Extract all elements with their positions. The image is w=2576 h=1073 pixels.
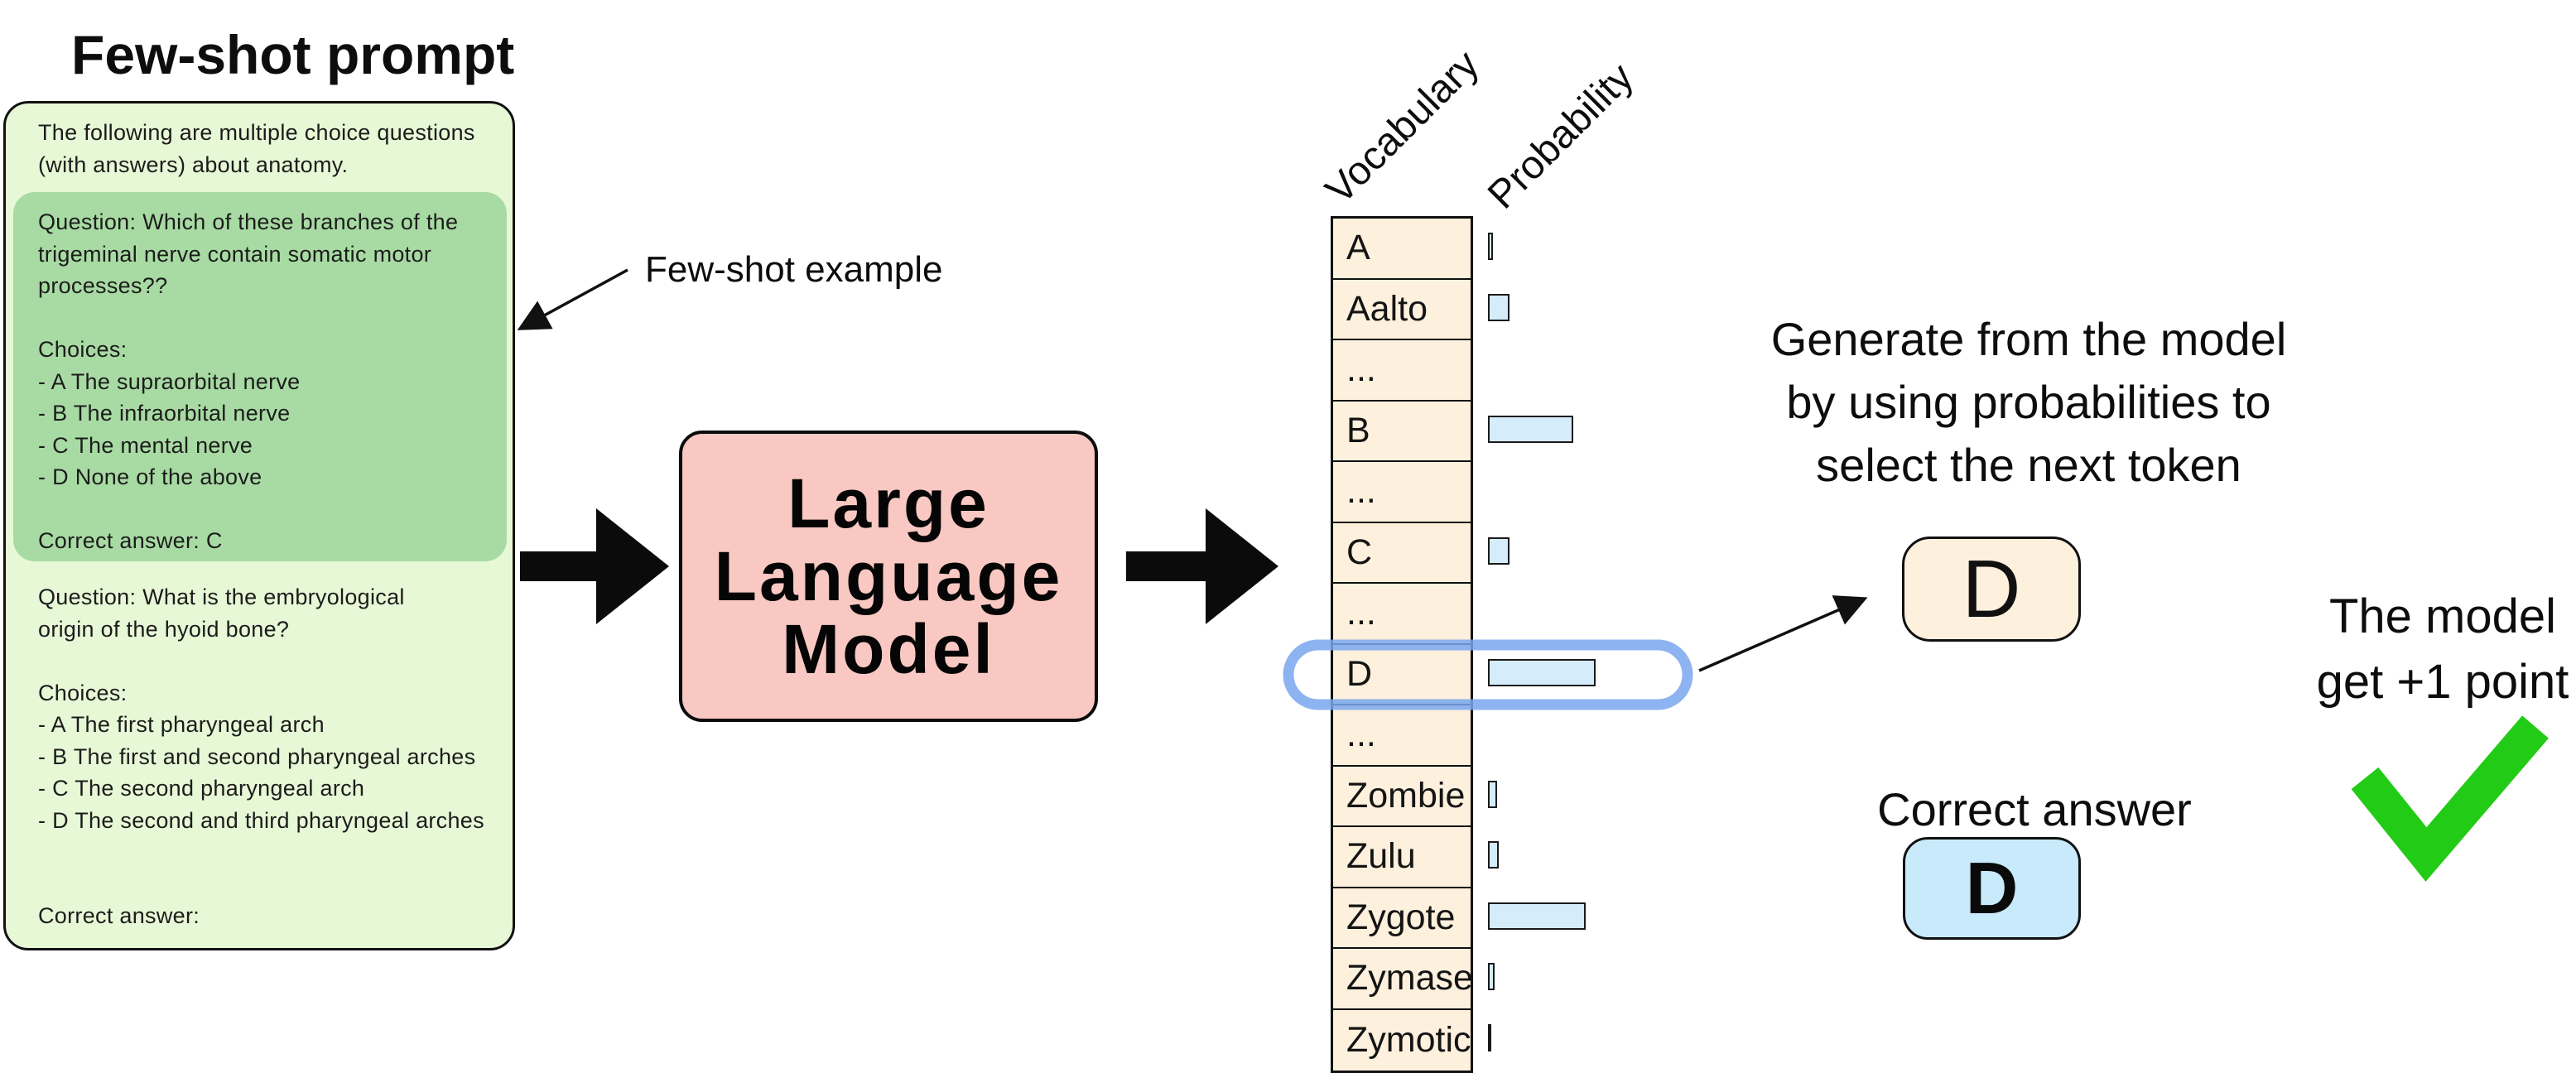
thin-arrow-icon-few-shot bbox=[517, 268, 628, 330]
text-line bbox=[38, 836, 484, 869]
vocab-token: ... bbox=[1346, 349, 1376, 390]
score-annotation-text: The model get +1 point bbox=[2294, 584, 2576, 715]
vocab-token: Zygote bbox=[1346, 897, 1456, 937]
correct-answer-label: Correct answer bbox=[1877, 783, 2192, 835]
vocab-row: Zygote bbox=[1333, 888, 1471, 949]
vocab-row: A bbox=[1333, 219, 1471, 280]
probability-bar bbox=[1488, 293, 1509, 321]
text-line: processes?? bbox=[38, 273, 168, 298]
text-line bbox=[38, 645, 484, 677]
generated-token-box: D bbox=[1902, 536, 2081, 642]
text-line: The following are multiple choice questi… bbox=[38, 120, 475, 145]
vocab-token: ... bbox=[1346, 471, 1376, 512]
probability-bar bbox=[1488, 780, 1497, 808]
probability-bar bbox=[1488, 415, 1573, 443]
page-title: Few-shot prompt bbox=[71, 24, 515, 85]
llm-box-line: Language bbox=[714, 537, 1063, 615]
text-line: The model bbox=[2328, 589, 2557, 643]
vocab-token: C bbox=[1346, 532, 1373, 572]
text-line: Correct answer: bbox=[38, 903, 200, 928]
llm-box-line: Large bbox=[787, 464, 989, 542]
vocab-token: D bbox=[1346, 653, 1373, 694]
correct-token: D bbox=[1965, 847, 2019, 929]
vocab-row: B bbox=[1333, 401, 1471, 462]
vocab-row: C bbox=[1333, 522, 1471, 584]
vocab-token: Zymotic bbox=[1346, 1019, 1471, 1060]
vocab-row: Aalto bbox=[1333, 279, 1471, 340]
text-line: - B The infraorbital nerve bbox=[38, 401, 291, 426]
vocab-row: ... bbox=[1333, 340, 1471, 402]
prompt-intro-text: The following are multiple choice questi… bbox=[38, 117, 475, 180]
few-shot-example-box bbox=[13, 192, 507, 561]
vocab-token: A bbox=[1346, 228, 1370, 268]
vocab-token: ... bbox=[1346, 715, 1376, 755]
vocab-token: ... bbox=[1346, 593, 1376, 633]
vocab-row: ... bbox=[1333, 584, 1471, 645]
generated-token: D bbox=[1962, 543, 2021, 634]
thick-right-arrow-icon-output bbox=[1126, 508, 1278, 624]
text-line: by using probabilities to bbox=[1786, 376, 2271, 428]
vocab-token: B bbox=[1346, 410, 1370, 450]
vocab-token: Aalto bbox=[1346, 288, 1428, 329]
probability-bar bbox=[1488, 233, 1493, 260]
vocabulary-column-header: Vocabulary bbox=[1317, 42, 1488, 213]
text-line: select the next token bbox=[1816, 439, 2241, 491]
text-line: - D None of the above bbox=[38, 464, 262, 489]
probability-bar bbox=[1488, 902, 1586, 930]
probability-bar bbox=[1488, 841, 1499, 869]
text-line: Question: What is the embryological bbox=[38, 585, 405, 609]
vocab-row: Zulu bbox=[1333, 827, 1471, 888]
thick-right-arrow-icon-input bbox=[520, 508, 669, 624]
text-line: - C The second pharyngeal arch bbox=[38, 776, 365, 801]
generate-annotation-text: Generate from the model by using probabil… bbox=[1739, 308, 2318, 497]
vocab-row: ... bbox=[1333, 705, 1471, 767]
probability-bar bbox=[1488, 963, 1495, 990]
text-line: - B The first and second pharyngeal arch… bbox=[38, 743, 476, 769]
probability-bar bbox=[1488, 658, 1596, 686]
probability-column-header: Probability bbox=[1480, 55, 1643, 218]
text-line: - D The second and third pharyngeal arch… bbox=[38, 807, 484, 833]
vocab-token: Zulu bbox=[1346, 836, 1416, 877]
vocab-row: Zymotic bbox=[1333, 1009, 1471, 1071]
probability-bar bbox=[1488, 536, 1509, 565]
text-line: Question: Which of these branches of the bbox=[38, 209, 459, 234]
query-question-text: Question: What is the embryological origi… bbox=[38, 581, 484, 932]
text-line: get +1 point bbox=[2316, 655, 2569, 709]
vocab-row: Zymase bbox=[1333, 949, 1471, 1010]
llm-box-line: Model bbox=[782, 610, 995, 688]
text-line: - A The supraorbital nerve bbox=[38, 368, 301, 394]
text-line bbox=[38, 869, 484, 901]
few-shot-example-text: Question: Which of these branches of the… bbox=[38, 206, 458, 557]
llm-box: Large Language Model bbox=[679, 431, 1098, 722]
vocab-row: ... bbox=[1333, 462, 1471, 523]
few-shot-example-label: Few-shot example bbox=[645, 249, 943, 290]
text-line: - A The first pharyngeal arch bbox=[38, 712, 325, 737]
text-line: Generate from the model bbox=[1770, 313, 2287, 365]
probability-bars bbox=[1488, 216, 1687, 1071]
text-line: origin of the hyoid bone? bbox=[38, 616, 290, 642]
check-icon bbox=[2351, 715, 2549, 882]
correct-answer-box: D bbox=[1903, 837, 2081, 940]
vocab-token: Zombie bbox=[1346, 775, 1466, 816]
probability-bar bbox=[1488, 1023, 1491, 1051]
text-line: Choices: bbox=[38, 337, 128, 362]
thin-arrow-icon-selected-token bbox=[1698, 595, 1868, 672]
text-line bbox=[38, 493, 458, 526]
text-line: trigeminal nerve contain somatic motor bbox=[38, 241, 432, 267]
text-line: (with answers) about anatomy. bbox=[38, 152, 349, 177]
vocab-row: Zombie bbox=[1333, 766, 1471, 827]
text-line: - C The mental nerve bbox=[38, 432, 253, 458]
vocab-row-highlighted: D bbox=[1333, 644, 1471, 705]
text-line: Correct answer: C bbox=[38, 528, 223, 553]
text-line: Choices: bbox=[38, 680, 128, 705]
text-line bbox=[38, 302, 458, 334]
vocab-token: Zymase bbox=[1346, 958, 1473, 998]
